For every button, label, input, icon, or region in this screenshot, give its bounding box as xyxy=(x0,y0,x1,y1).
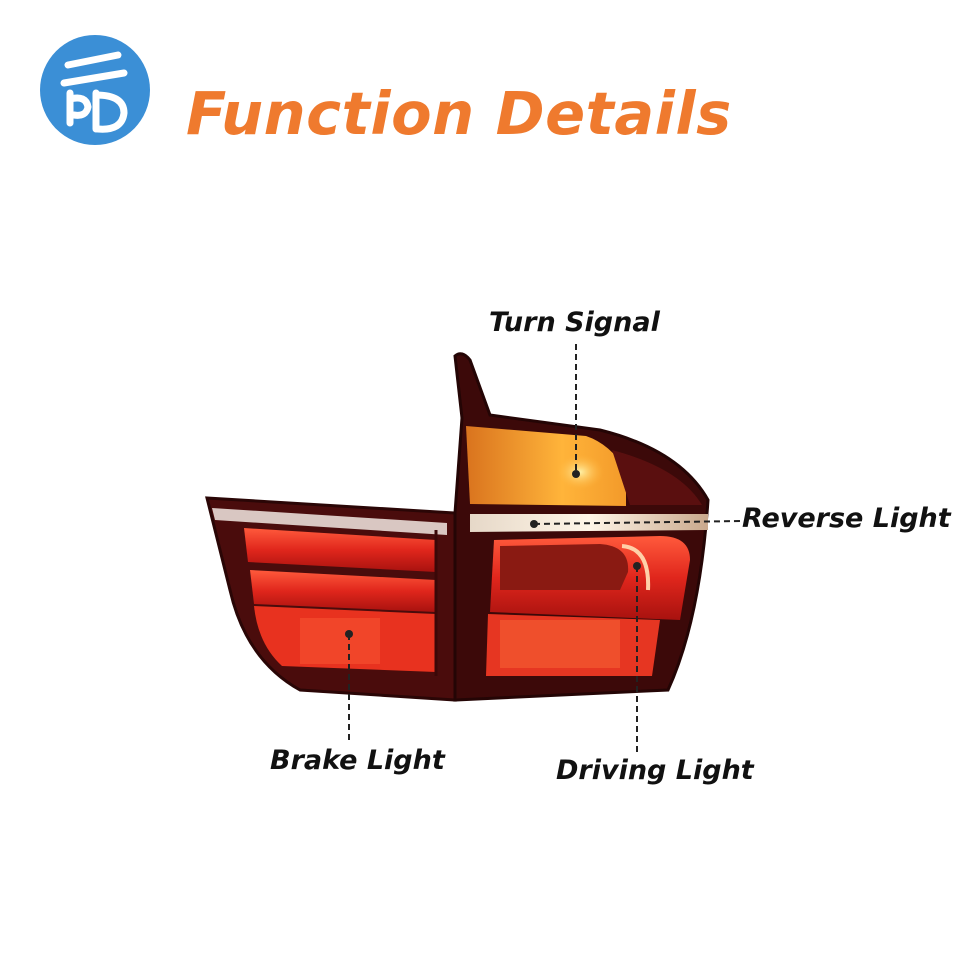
page-title: Function Details xyxy=(186,79,732,148)
brand-logo-icon xyxy=(40,35,150,145)
turn-signal-label: Turn Signal xyxy=(489,307,660,338)
brake-light-label: Brake Light xyxy=(270,745,445,776)
driving-light-label: Driving Light xyxy=(556,755,754,786)
reverse-light-label: Reverse Light xyxy=(742,503,951,534)
